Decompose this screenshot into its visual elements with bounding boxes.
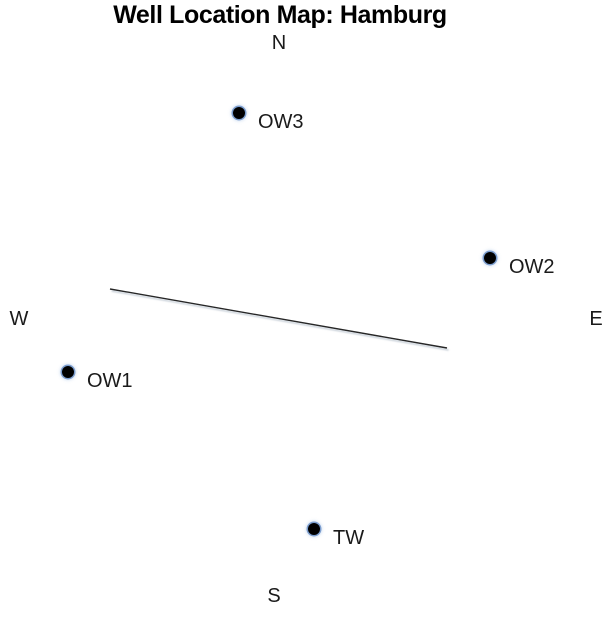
well-marker-ow3 [233, 107, 245, 119]
well-label-tw: TW [333, 527, 365, 549]
compass-west-label: W [9, 308, 29, 330]
well-label-ow2: OW2 [509, 256, 555, 278]
well-marker-ow1 [62, 366, 74, 378]
well-label-ow1: OW1 [87, 370, 133, 392]
chart-title: Well Location Map: Hamburg [113, 1, 447, 29]
well-marker-tw [308, 523, 320, 535]
well-label-ow3: OW3 [258, 111, 304, 133]
compass-north-label: N [271, 32, 287, 54]
compass-east-label: E [589, 308, 603, 330]
compass-south-label: S [267, 585, 281, 607]
well-marker-ow2 [484, 252, 496, 264]
cross-section-line [109, 288, 448, 349]
